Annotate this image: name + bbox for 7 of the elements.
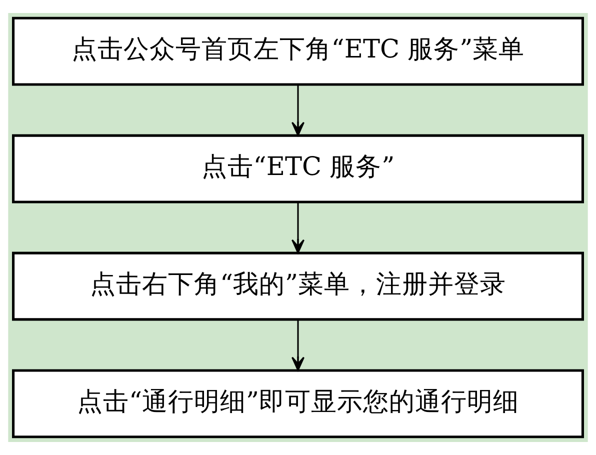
node-box: 点击“ETC 服务” — [12, 134, 584, 204]
arrow — [292, 320, 304, 371]
arrow — [292, 84, 304, 136]
node-box: 点击右下角“我的”菜单，注册并登录 — [12, 252, 584, 321]
arrow — [292, 202, 304, 254]
node-box: 点击“通行明细”即可显示您的通行明细 — [12, 369, 584, 438]
node-box: 点击公众号首页左下角“ETC 服务”菜单 — [12, 16, 584, 86]
